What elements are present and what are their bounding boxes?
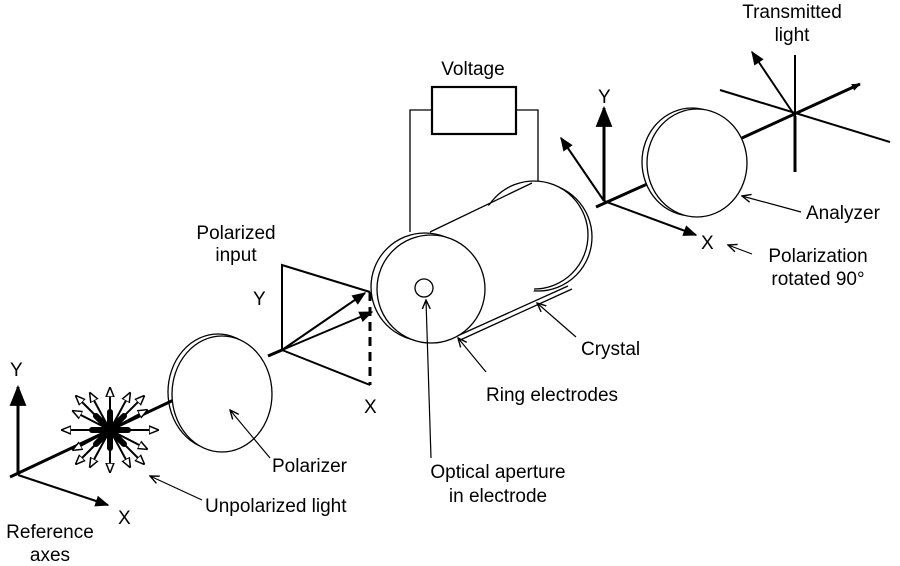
polarized-input-triangle-bottom (281, 349, 371, 386)
label-reference-x: X (118, 508, 131, 529)
leader-unpolarized-light (150, 476, 203, 501)
beam-segment-after-crystal (595, 183, 646, 209)
leader-polarizer (230, 410, 271, 459)
output-x-axis (603, 200, 698, 236)
labels: Transmitted light Voltage Y Analyzer X P… (6, 2, 880, 566)
voltage-box (430, 85, 518, 136)
leader-ring-electrodes (458, 338, 487, 373)
label-input-y: Y (253, 289, 266, 310)
analyzer-disc (641, 107, 748, 218)
label-transmitted-light-2: light (775, 25, 811, 46)
voltage-source (409, 85, 539, 232)
beam-arrow-transmitted (741, 82, 861, 140)
label-optical-aperture-1: Optical aperture (430, 462, 565, 483)
beam-segment-after-polarizer (267, 348, 283, 358)
leader-analyzer (742, 196, 802, 213)
label-unpolarized-light: Unpolarized light (205, 496, 347, 517)
label-polarizer: Polarizer (272, 456, 348, 477)
beam-segment-input (9, 396, 179, 479)
label-reference-axes-1: Reference (6, 522, 94, 543)
leader-crystal (537, 303, 577, 338)
label-polarized-input-1: Polarized (196, 223, 275, 244)
leader-lines (150, 196, 802, 501)
label-reference-y: Y (10, 360, 23, 381)
crystal-bottom-edge (454, 285, 569, 338)
optical-aperture (414, 278, 434, 298)
output-axes (560, 105, 698, 236)
polarized-input-triangle-top (281, 263, 371, 350)
leader-polarization-rotated (728, 245, 753, 255)
transmitted-light-axes (719, 50, 891, 172)
crystal-top-edge (429, 182, 533, 233)
crystal-bottom-edge-2 (457, 288, 573, 342)
label-ring-electrodes: Ring electrodes (486, 385, 618, 406)
reference-x-axis (17, 474, 110, 507)
polarized-input-x-arrow (281, 311, 374, 351)
polarizer-disc (167, 333, 273, 453)
label-output-y: Y (598, 87, 611, 108)
polarized-input-symbol (281, 263, 374, 386)
crystal-cylinder (370, 180, 593, 344)
label-polarization-rotated-1: Polarization (768, 246, 867, 267)
leader-optical-aperture (426, 300, 432, 459)
label-analyzer: Analyzer (806, 203, 881, 224)
transmitted-horizontal-line (719, 89, 891, 143)
label-polarization-rotated-2: rotated 90° (771, 269, 864, 290)
label-input-x: X (364, 397, 377, 418)
reference-axes (9, 384, 110, 507)
transmitted-polarization-arrow (751, 50, 796, 117)
label-voltage: Voltage (441, 59, 504, 80)
label-polarized-input-2: input (215, 245, 257, 266)
polarized-input-y-arrow (281, 292, 367, 351)
unpolarized-light-star (62, 388, 158, 472)
voltage-wire-left (409, 109, 432, 232)
label-reference-axes-2: axes (30, 545, 70, 566)
output-rotated-polarization-arrow (560, 136, 605, 202)
label-output-x: X (701, 233, 714, 254)
label-transmitted-light-1: Transmitted (742, 2, 842, 23)
label-optical-aperture-2: in electrode (449, 486, 547, 507)
voltage-wire-right (516, 109, 539, 188)
label-crystal: Crystal (581, 339, 640, 360)
